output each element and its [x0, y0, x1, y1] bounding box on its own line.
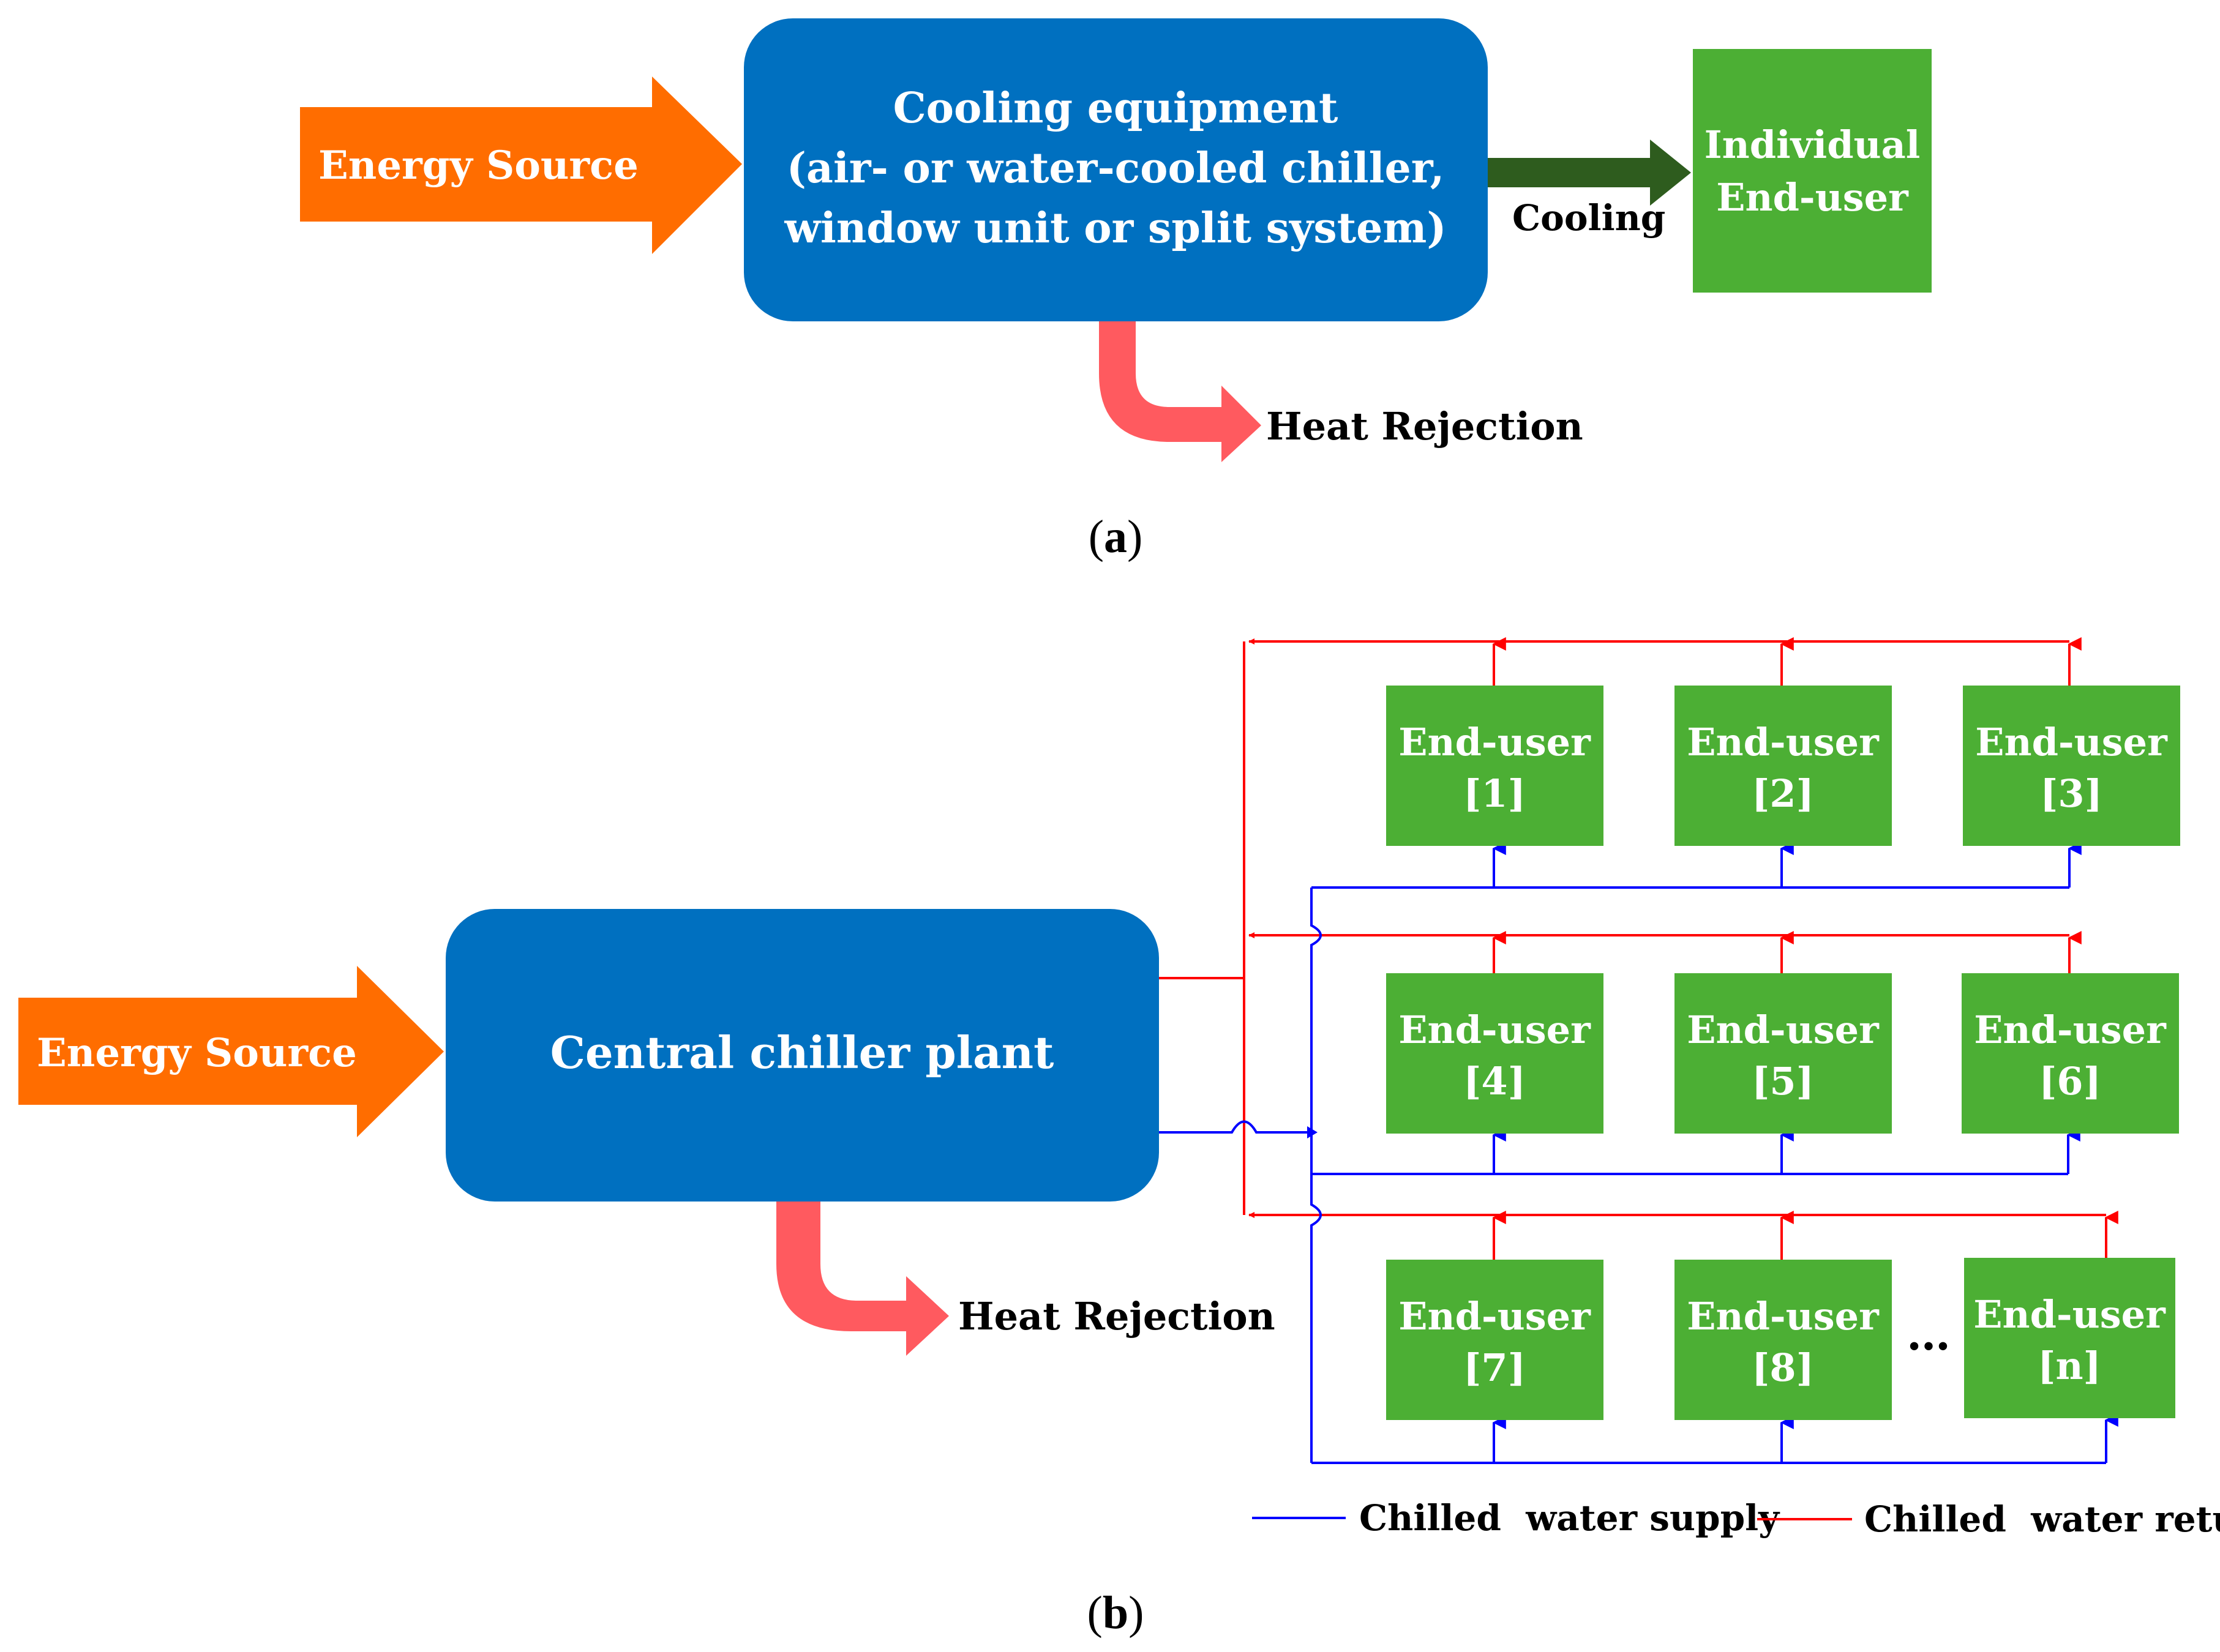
individual-end-user-box: Individual End-user — [1693, 49, 1932, 293]
energy-source-label-a: Energy Source — [318, 143, 639, 189]
central-chiller-plant-box: Central chiller plant — [446, 909, 1159, 1202]
heat-rejection-arrow-b: Heat Rejection — [776, 1202, 1275, 1356]
individual-end-user-line-1: Individual — [1704, 122, 1921, 167]
end-user-3-label: End-user — [1975, 720, 2168, 764]
panel-a: Energy Source Cooling equipment (air- or… — [300, 18, 1932, 563]
legend-supply-label: Chilled water supply — [1359, 1497, 1780, 1539]
caption-b: (b) — [1087, 1587, 1144, 1639]
end-user-5-label: End-user — [1687, 1007, 1880, 1052]
end-user-7: End-user [7] — [1386, 1260, 1603, 1420]
end-user-n-label: End-user — [1973, 1292, 2166, 1337]
energy-source-arrow-b: Energy Source — [18, 966, 444, 1137]
end-user-2: End-user [2] — [1674, 686, 1892, 846]
end-user-1-index: [1] — [1463, 771, 1526, 816]
cooling-equipment-line-1: Cooling equipment — [893, 84, 1338, 133]
panel-b: Energy Source Central chiller plant Heat… — [18, 637, 2220, 1639]
legend: Chilled water supply Chilled water retur… — [1252, 1497, 2220, 1540]
end-user-6-index: [6] — [2039, 1059, 2101, 1104]
return-piping — [1159, 637, 2118, 1260]
end-user-1-label: End-user — [1398, 720, 1591, 764]
cooling-label: Cooling — [1512, 197, 1665, 239]
end-user-6: End-user [6] — [1962, 973, 2179, 1134]
heat-rejection-label-b: Heat Rejection — [958, 1294, 1275, 1339]
cooling-equipment-line-2: (air- or water-cooled chiller, — [787, 144, 1445, 193]
end-user-2-label: End-user — [1687, 720, 1880, 764]
end-user-3-index: [3] — [2040, 771, 2102, 816]
end-user-5: End-user [5] — [1674, 973, 1892, 1134]
heat-rejection-arrow-a: Heat Rejection — [1099, 321, 1583, 462]
ellipsis: … — [1907, 1308, 1951, 1360]
piping-network — [1159, 637, 2118, 1464]
end-user-1: End-user [1] — [1386, 686, 1603, 846]
end-user-n: End-user [n] — [1964, 1258, 2175, 1418]
end-user-n-index: [n] — [2038, 1344, 2101, 1388]
cooling-equipment-box: Cooling equipment (air- or water-cooled … — [744, 18, 1488, 321]
end-user-8-index: [8] — [1752, 1345, 1814, 1390]
end-user-4-label: End-user — [1398, 1007, 1591, 1052]
energy-source-label-b: Energy Source — [37, 1030, 357, 1076]
end-user-8: End-user [8] — [1674, 1260, 1892, 1420]
individual-end-user-line-2: End-user — [1716, 175, 1909, 220]
end-user-5-index: [5] — [1752, 1059, 1814, 1104]
end-user-7-index: [7] — [1463, 1345, 1526, 1390]
end-user-4-index: [4] — [1463, 1059, 1526, 1104]
heat-rejection-label-a: Heat Rejection — [1266, 404, 1583, 449]
cooling-equipment-line-3: window unit or split system) — [784, 204, 1446, 253]
legend-return-label: Chilled water return — [1864, 1498, 2220, 1540]
energy-source-arrow-a: Energy Source — [300, 77, 742, 254]
end-user-8-label: End-user — [1687, 1294, 1880, 1339]
cooling-arrow: Cooling — [1488, 140, 1691, 239]
end-user-3: End-user [3] — [1963, 686, 2180, 846]
end-user-4: End-user [4] — [1386, 973, 1603, 1134]
end-user-grid: End-user [1] End-user [2] End-user [3] E… — [1386, 686, 2180, 1420]
end-user-7-label: End-user — [1398, 1294, 1591, 1339]
end-user-6-label: End-user — [1974, 1007, 2167, 1052]
supply-piping — [1159, 842, 2118, 1464]
caption-a: (a) — [1089, 511, 1143, 563]
end-user-2-index: [2] — [1752, 771, 1814, 816]
central-chiller-plant-label: Central chiller plant — [550, 1026, 1054, 1078]
